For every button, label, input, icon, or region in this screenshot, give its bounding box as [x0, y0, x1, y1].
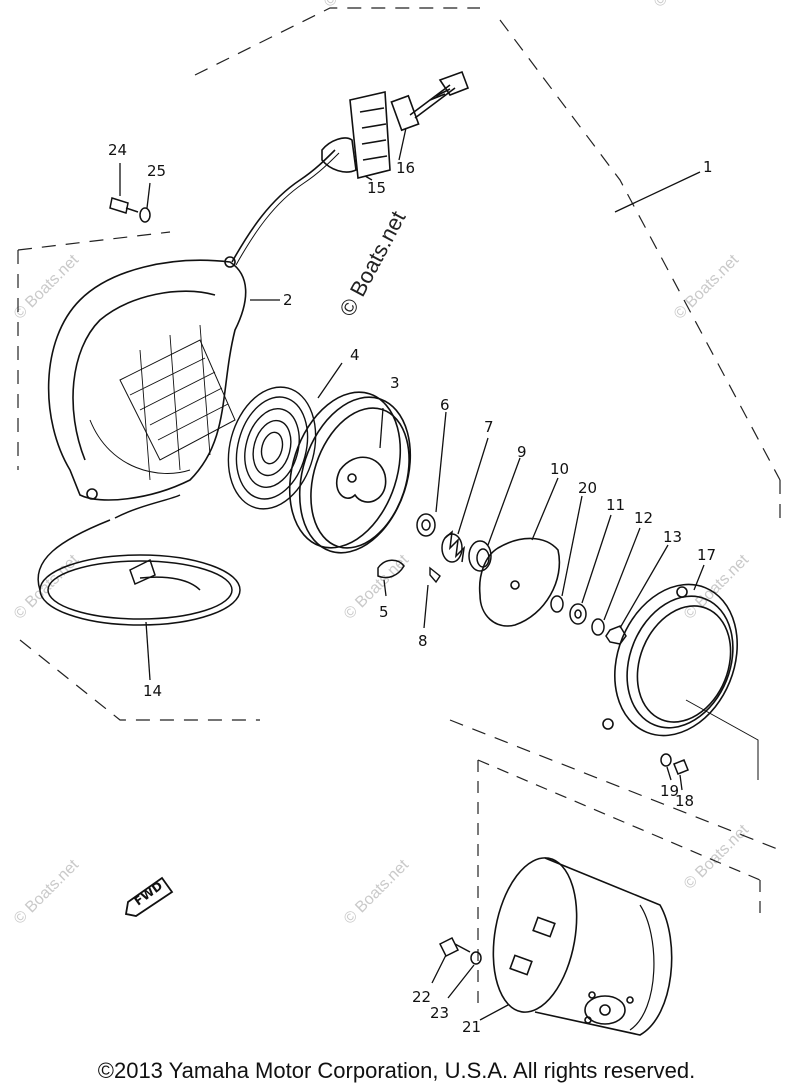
watermark: © Boats.net — [11, 251, 83, 323]
sheave-drum-part-3 — [288, 391, 412, 554]
friction-spring-part-9 — [468, 540, 492, 572]
watermark: © Boats.net — [651, 0, 723, 11]
watermark: © Boats.net — [681, 821, 753, 893]
part-number-23: 23 — [430, 1004, 449, 1022]
part-number-20: 20 — [578, 479, 597, 497]
assembly-boundary — [17, 7, 781, 851]
starter-cable — [231, 149, 336, 263]
part-number-16: 16 — [396, 159, 415, 177]
part-number-15: 15 — [367, 179, 386, 197]
part-number-2: 2 — [283, 291, 293, 309]
part-number-9: 9 — [517, 443, 527, 461]
watermark: © Boats.net — [341, 551, 413, 623]
center-watermark: © Boats.net — [334, 207, 410, 321]
watermark: © Boats.net — [11, 551, 83, 623]
part-number-21: 21 — [462, 1018, 481, 1036]
part-number-25: 25 — [147, 162, 166, 180]
part-number-13: 13 — [663, 528, 682, 546]
part-number-11: 11 — [606, 496, 625, 514]
part-number-8: 8 — [418, 632, 428, 650]
watermark: © Boats.net — [681, 551, 753, 623]
part-labels: 1 2 3 4 5 6 7 8 9 10 20 11 12 13 17 14 1… — [108, 141, 716, 1036]
starter-rope-part-14 — [37, 494, 241, 626]
watermark: © Boats.net — [341, 856, 413, 928]
pawl-spring-part-8 — [429, 566, 441, 584]
part-number-24: 24 — [108, 141, 127, 159]
part-number-3: 3 — [390, 374, 400, 392]
part-number-12: 12 — [634, 509, 653, 527]
cable-end-part-16 — [390, 70, 470, 132]
part-number-18: 18 — [675, 792, 694, 810]
part-number-4: 4 — [350, 346, 360, 364]
motor-housing-part-21 — [492, 857, 673, 1036]
starter-handle-part-15 — [321, 91, 391, 180]
spiral-spring-part-4 — [227, 386, 317, 510]
starter-cable-inner — [235, 152, 340, 266]
collar-part-6 — [416, 513, 436, 537]
part-number-22: 22 — [412, 988, 431, 1006]
washer-part-25 — [139, 207, 151, 223]
spring-part-7 — [441, 530, 466, 563]
part-number-5: 5 — [379, 603, 389, 621]
starter-case-part-2 — [47, 256, 247, 501]
center-line — [685, 699, 759, 780]
part-number-10: 10 — [550, 460, 569, 478]
part-number-1: 1 — [703, 158, 713, 176]
screw-part-18 — [673, 759, 689, 775]
washer-part-12 — [591, 618, 605, 636]
motor-boundary — [477, 759, 761, 1010]
fwd-arrow: FWD — [124, 876, 174, 917]
drive-plate-part-10 — [478, 537, 561, 627]
washer-part-19 — [660, 753, 672, 767]
watermark: © Boats.net — [671, 251, 743, 323]
part-number-17: 17 — [697, 546, 716, 564]
watermark: © Boats.net — [321, 0, 393, 11]
watermark: © Boats.net — [11, 856, 83, 928]
bolt-part-22 — [438, 936, 471, 958]
bolt-part-24 — [109, 197, 139, 214]
washer-part-23 — [470, 951, 482, 965]
washer-part-11 — [569, 603, 587, 625]
watermark-layer: © Boats.net © Boats.net © Boats.net © Bo… — [11, 0, 753, 928]
washer-part-20 — [550, 595, 564, 613]
leader-lines — [119, 127, 705, 1021]
pawl-part-5 — [377, 559, 405, 579]
part-number-14: 14 — [143, 682, 162, 700]
copyright-notice: ©2013 Yamaha Motor Corporation, U.S.A. A… — [97, 1058, 696, 1083]
part-number-19: 19 — [660, 782, 679, 800]
part-number-7: 7 — [484, 418, 494, 436]
part-number-6: 6 — [440, 396, 450, 414]
cover-ring-part-17 — [602, 583, 739, 737]
